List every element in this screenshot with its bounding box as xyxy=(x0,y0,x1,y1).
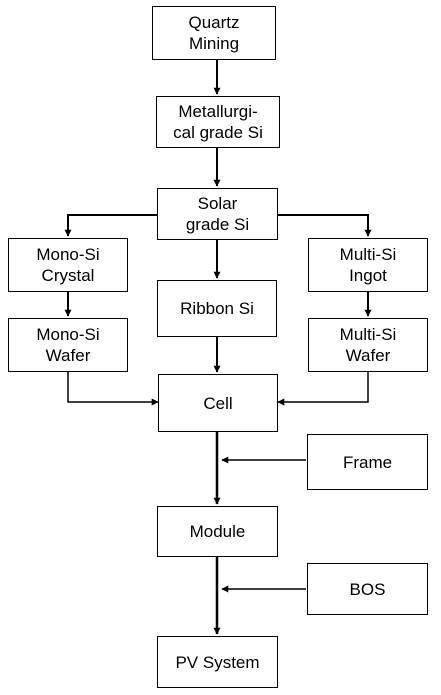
arrow-solar-to-multi-ingot xyxy=(278,214,372,237)
node-mono-si-wafer: Mono-Si Wafer xyxy=(8,318,128,372)
node-ribbon-si: Ribbon Si xyxy=(157,280,277,337)
node-cell: Cell xyxy=(158,374,278,432)
node-pv-system: PV System xyxy=(157,636,278,688)
node-multi-si-wafer: Multi-Si Wafer xyxy=(308,318,428,372)
node-frame: Frame xyxy=(307,434,428,490)
node-multi-si-ingot: Multi-Si Ingot xyxy=(308,238,428,292)
node-mono-si-crystal: Mono-Si Crystal xyxy=(8,238,128,292)
node-metallurgical-grade-si: Metallurgi- cal grade Si xyxy=(156,96,280,148)
node-solar-grade-si: Solar grade Si xyxy=(157,188,278,240)
node-bos: BOS xyxy=(307,563,428,615)
arrow-multi-wafer-to-cell xyxy=(277,372,369,406)
node-module: Module xyxy=(157,506,278,557)
node-quartz-mining: Quartz Mining xyxy=(152,6,276,60)
arrow-solar-to-mono-crystal xyxy=(64,214,157,237)
arrow-mono-wafer-to-cell xyxy=(67,372,159,406)
